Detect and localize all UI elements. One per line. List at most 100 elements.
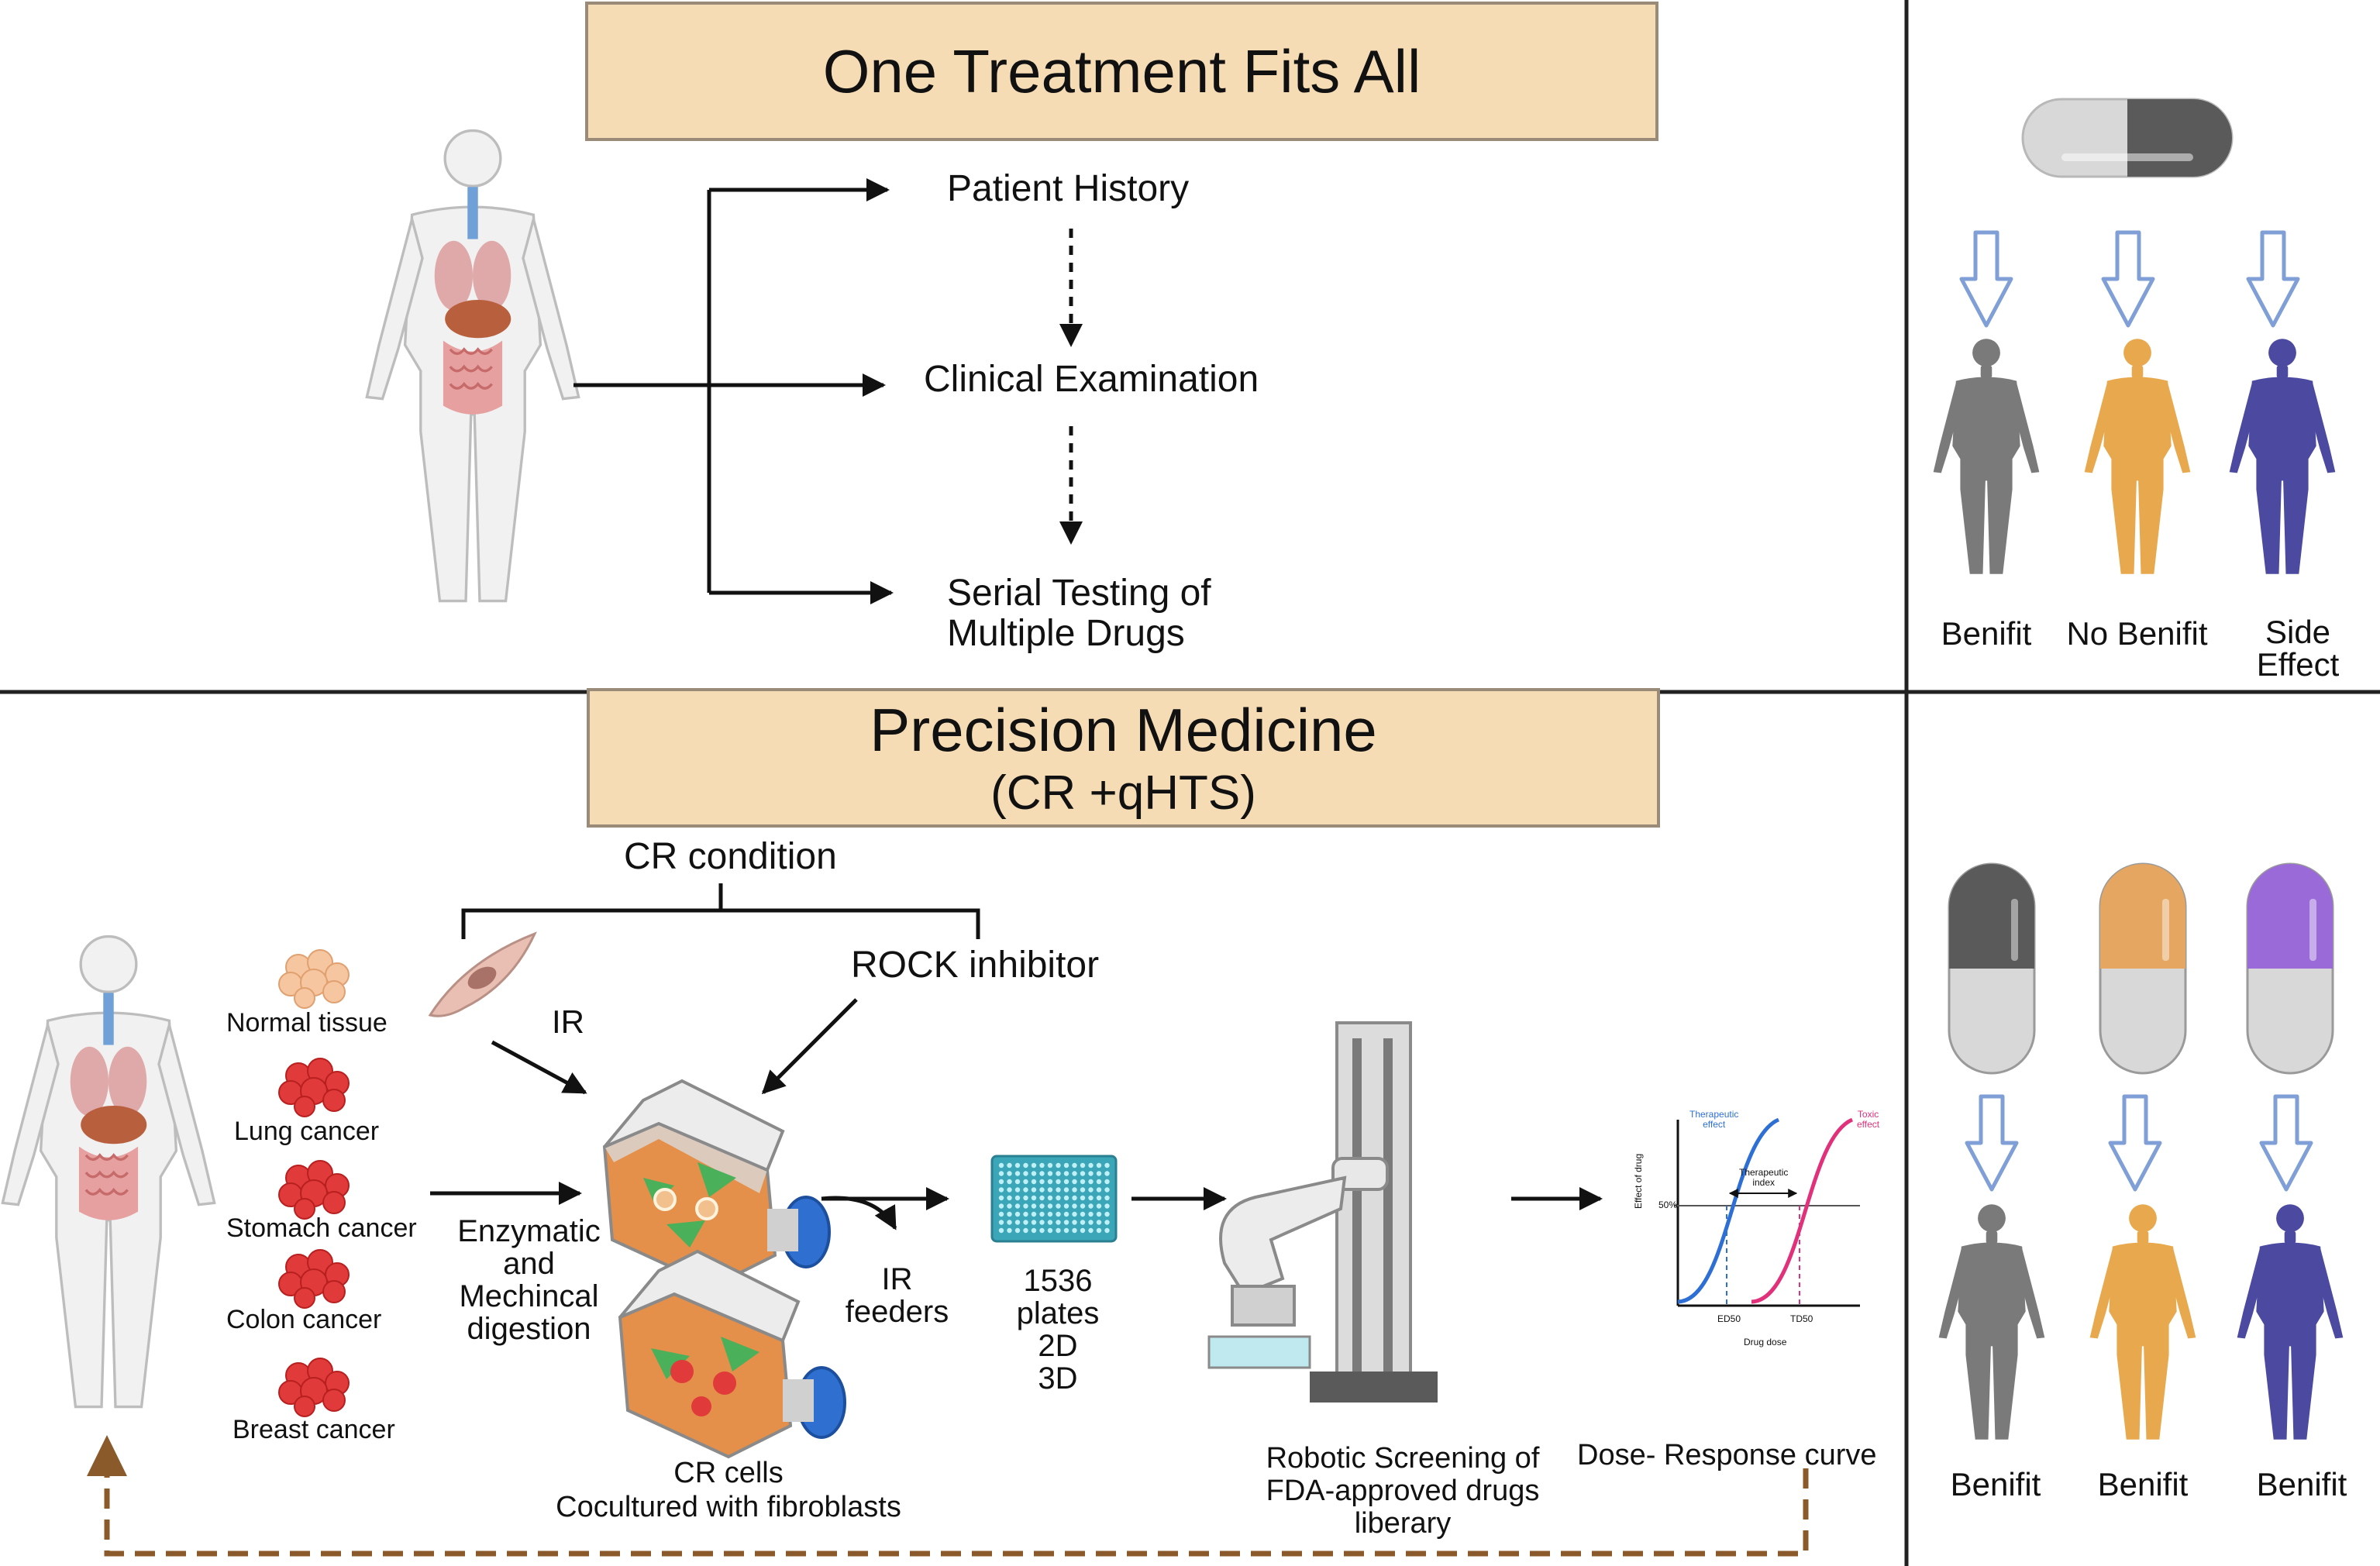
well: [1063, 1195, 1069, 1201]
tissue-label: Normal tissue: [226, 1008, 387, 1038]
well: [1056, 1220, 1061, 1225]
culture-flask-icon: [602, 1079, 831, 1289]
well: [1072, 1203, 1077, 1209]
patient-figure-bottom: [1, 934, 216, 1409]
well: [1080, 1171, 1086, 1176]
well: [1014, 1162, 1021, 1168]
title-precision-medicine: Precision Medicine (CR +qHTS): [587, 688, 1660, 828]
person-orange-icon: [2089, 1204, 2196, 1440]
bottom-panel-title: Precision Medicine: [870, 696, 1377, 764]
well: [1056, 1211, 1061, 1217]
top-panel-title: One Treatment Fits All: [822, 36, 1421, 105]
curve-x-axis-label: Drug dose: [1744, 1337, 1787, 1347]
well: [1023, 1203, 1028, 1209]
well: [1080, 1220, 1086, 1225]
well: [1014, 1179, 1021, 1185]
well: [1072, 1162, 1077, 1168]
well: [1104, 1195, 1110, 1201]
well: [1014, 1227, 1021, 1234]
well: [1023, 1171, 1028, 1176]
curve-y-axis-label: Effect of drug: [1633, 1153, 1644, 1209]
well: [1039, 1203, 1045, 1209]
outcome-label: Side Effect: [2256, 614, 2340, 683]
tissue-label: Breast cancer: [232, 1415, 395, 1444]
well: [1031, 1162, 1037, 1168]
well: [1014, 1211, 1021, 1217]
dose-response-label: Dose- Response curve: [1577, 1439, 1877, 1471]
well: [1047, 1227, 1053, 1234]
well: [1096, 1211, 1102, 1217]
well: [1007, 1203, 1012, 1209]
feedback-arrow: [104, 1457, 1809, 1557]
well: [1039, 1195, 1045, 1201]
well: [1039, 1179, 1045, 1185]
bottom-panel-subtitle: (CR +qHTS): [990, 766, 1256, 820]
well: [1072, 1187, 1077, 1193]
well: [1063, 1187, 1069, 1193]
well: [1080, 1227, 1086, 1234]
well: [1072, 1220, 1077, 1225]
well: [1063, 1227, 1069, 1234]
well: [1096, 1195, 1102, 1201]
fibroblast-icon: [428, 931, 537, 1017]
outcome-label: Benifit: [1950, 1466, 2041, 1502]
curve-ed50: ED50: [1717, 1313, 1741, 1324]
well: [1063, 1171, 1069, 1176]
well: [1104, 1211, 1110, 1217]
well: [1031, 1195, 1037, 1201]
down-arrow-icon: [2261, 1096, 2311, 1189]
well: [1047, 1203, 1053, 1209]
well: [1031, 1179, 1037, 1185]
well: [1023, 1220, 1028, 1225]
well: [1104, 1162, 1110, 1168]
down-arrow-icon: [1962, 232, 2011, 325]
well: [1023, 1187, 1028, 1193]
well: [998, 1211, 1004, 1217]
well: [1007, 1220, 1012, 1225]
outcome-label: Benifit: [1941, 615, 2032, 652]
well: [1104, 1220, 1110, 1225]
title-one-treatment: One Treatment Fits All: [585, 2, 1658, 141]
curve-td50: TD50: [1790, 1313, 1813, 1324]
well: [1088, 1220, 1094, 1225]
person-purple-icon: [2229, 339, 2336, 574]
well: [1056, 1227, 1061, 1234]
down-arrow-icon: [2103, 232, 2153, 325]
step-clinical-examination: Clinical Examination: [924, 359, 1259, 400]
well: [1096, 1227, 1102, 1234]
lung-cancer-icon: [278, 1058, 350, 1117]
well: [1007, 1187, 1012, 1193]
robot-screening-icon: [1207, 1021, 1438, 1403]
well: [1031, 1227, 1037, 1234]
well: [1056, 1171, 1061, 1176]
well: [1063, 1179, 1069, 1185]
well: [1014, 1203, 1021, 1209]
well: [1039, 1171, 1045, 1176]
well: [1080, 1162, 1086, 1168]
well: [1039, 1227, 1045, 1234]
patient-figure-top: [365, 129, 580, 603]
well: [1023, 1195, 1028, 1201]
stomach-cancer-icon: [278, 1160, 350, 1220]
outcome-label: Benifit: [2256, 1466, 2347, 1502]
cr-cells-label: CR cells Cocultured with fibroblasts: [556, 1457, 901, 1523]
well: [1096, 1220, 1102, 1225]
person-purple-icon: [2237, 1204, 2344, 1440]
well: [998, 1195, 1004, 1201]
well: [1096, 1162, 1102, 1168]
tissue-label: Colon cancer: [226, 1305, 382, 1334]
curve-toxic-effect: Toxic effect: [1857, 1109, 1880, 1131]
well: [1063, 1220, 1069, 1225]
digestion-label: Enzymatic and Mechincal digestion: [457, 1214, 601, 1346]
outcome-label: Benifit: [2097, 1466, 2189, 1502]
well: [1031, 1187, 1037, 1193]
well: [1096, 1171, 1102, 1176]
curve-therapeutic-effect: Therapeutic effect: [1689, 1109, 1739, 1131]
well: [1007, 1179, 1012, 1185]
well: [1088, 1187, 1094, 1193]
well: [1056, 1203, 1061, 1209]
robotic-screening-label: Robotic Screening of FDA-approved drugs …: [1266, 1442, 1540, 1540]
well: [1072, 1211, 1077, 1217]
breast-cancer-icon: [278, 1358, 350, 1417]
well: [998, 1179, 1004, 1185]
